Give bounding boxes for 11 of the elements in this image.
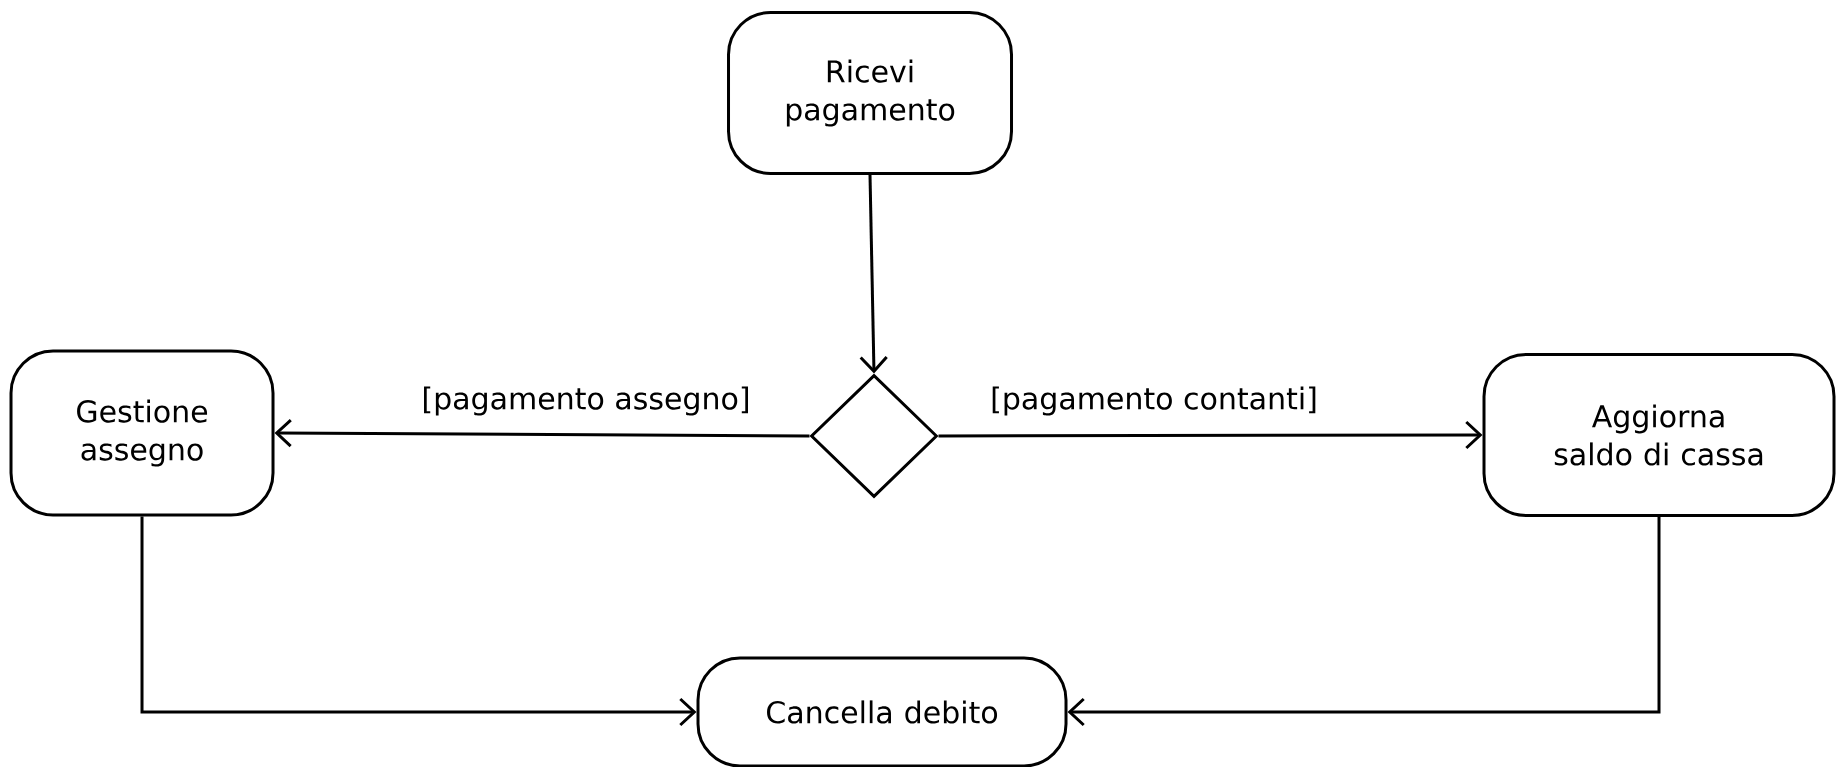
edge-label: [pagamento assegno] [419,384,753,418]
activity-box: Aggiorna saldo di cassa [1482,353,1836,517]
arrow [140,516,697,727]
arrow [274,418,810,448]
edge-label: [pagamento contanti] [988,384,1320,418]
arrow [1067,517,1661,727]
arrow [938,420,1483,450]
arrow [859,174,888,374]
activity-box: Gestione assegno [9,349,275,517]
activity-box: Cancella debito [696,656,1068,767]
activity-box: Ricevi pagamento [727,11,1013,175]
